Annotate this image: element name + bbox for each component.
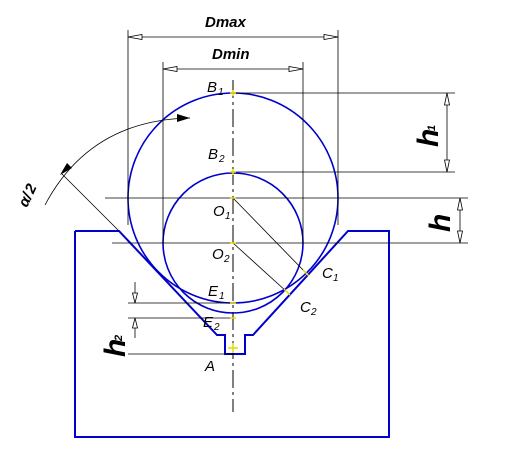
- label-o1-sub: 1: [225, 211, 231, 222]
- h-symbol: h: [424, 214, 457, 232]
- label-e1-sub: 1: [219, 291, 225, 302]
- extension-lines: [105, 92, 468, 355]
- label-o2: O: [212, 246, 224, 263]
- label-o2-sub: 2: [223, 254, 230, 265]
- label-a: A: [204, 358, 215, 375]
- h1-subscript: 1: [426, 125, 438, 131]
- h-dimension: h: [424, 197, 463, 244]
- label-c2-sub: 2: [310, 307, 317, 318]
- label-b1: B: [207, 79, 217, 96]
- point-labels: B 1 B 2 O 1 O 2 C 1 C 2 E 1 E 2 A: [203, 79, 339, 375]
- angle-dimension: α / 2: [15, 114, 191, 232]
- label-e1: E: [208, 283, 219, 300]
- h2-subscript: 2: [113, 335, 125, 342]
- h2-symbol: h: [99, 339, 132, 357]
- v-block-outline: [74, 230, 390, 438]
- label-c1-sub: 1: [333, 273, 339, 284]
- label-c1: C: [322, 265, 333, 282]
- dmax-label: Dmax: [205, 14, 247, 31]
- label-b2-sub: 2: [218, 154, 225, 165]
- construction-lines: [232, 197, 307, 293]
- h1-symbol: h: [412, 129, 445, 147]
- label-c2: C: [300, 299, 311, 316]
- label-o1: O: [213, 203, 225, 220]
- h1-dimension: h 1: [412, 92, 450, 173]
- label-b1-sub: 1: [218, 87, 224, 98]
- h2-dimension: h 2: [99, 282, 139, 357]
- dmin-dimension: Dmin: [162, 46, 304, 72]
- point-markers: [228, 90, 310, 353]
- diameter-extension-lines: [127, 30, 339, 243]
- label-e2-sub: 2: [213, 322, 220, 333]
- dmin-label: Dmin: [212, 46, 250, 63]
- label-b2: B: [208, 146, 218, 163]
- label-e2: E: [203, 314, 214, 331]
- dmax-dimension: Dmax: [127, 14, 339, 40]
